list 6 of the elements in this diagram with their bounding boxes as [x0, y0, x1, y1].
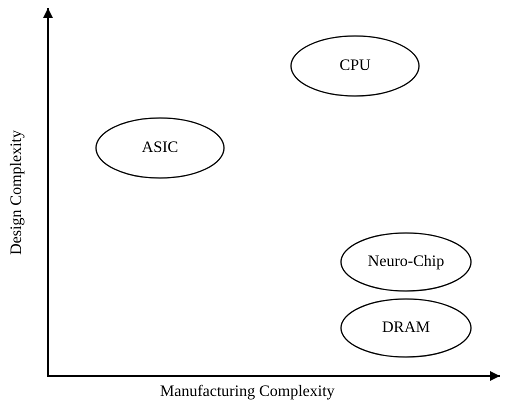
- chip-type-label: Neuro-Chip: [368, 253, 444, 271]
- y-axis-title: Design Complexity: [8, 130, 26, 255]
- chip-type-label: ASIC: [142, 139, 178, 157]
- x-axis-title: Manufacturing Complexity: [160, 383, 335, 401]
- chip-type-label: CPU: [339, 57, 371, 75]
- chip-type-label: DRAM: [382, 319, 430, 337]
